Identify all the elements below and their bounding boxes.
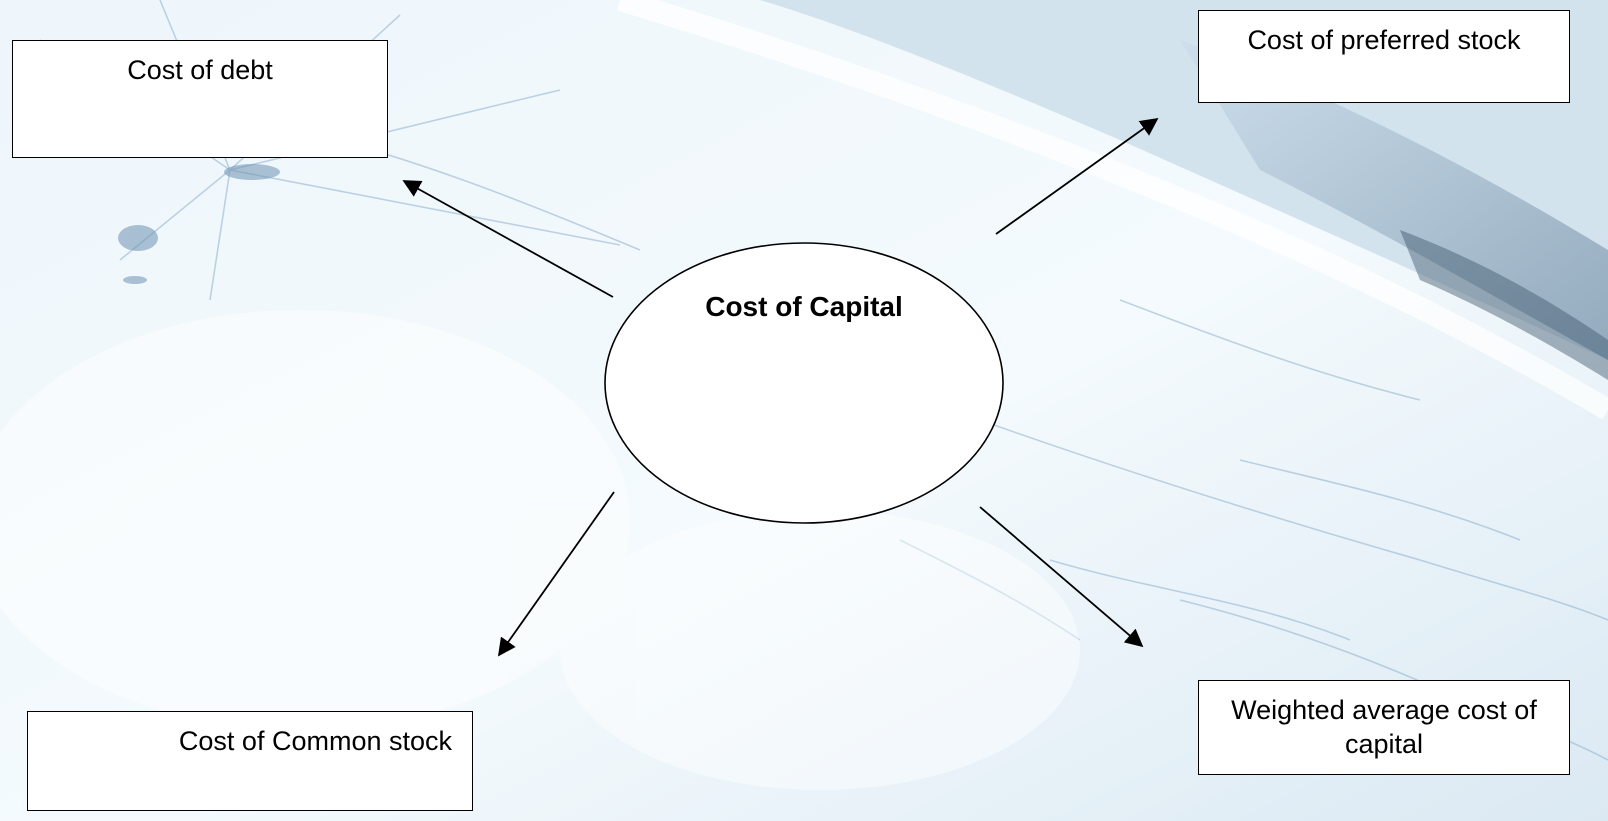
node-cost-of-preferred-stock-label: Cost of preferred stock	[1247, 25, 1521, 55]
arrow-to-wacc	[979, 506, 1144, 648]
node-cost-of-debt-label: Cost of debt	[127, 55, 273, 85]
arrow-to-debt	[402, 180, 614, 298]
node-weighted-average-cost-of-capital: Weighted average cost of capital	[1198, 680, 1570, 775]
node-cost-of-preferred-stock: Cost of preferred stock	[1198, 10, 1570, 103]
node-cost-of-debt: Cost of debt	[12, 40, 388, 158]
center-label: Cost of Capital	[705, 291, 903, 322]
node-wacc-label: Weighted average cost of capital	[1231, 695, 1537, 759]
node-cost-of-common-stock: Cost of Common stock	[27, 711, 473, 811]
center-ellipse	[604, 242, 1004, 524]
arrow-to-common	[497, 491, 615, 657]
arrow-to-preferred	[995, 117, 1159, 235]
node-cost-of-common-stock-label: Cost of Common stock	[178, 726, 452, 756]
